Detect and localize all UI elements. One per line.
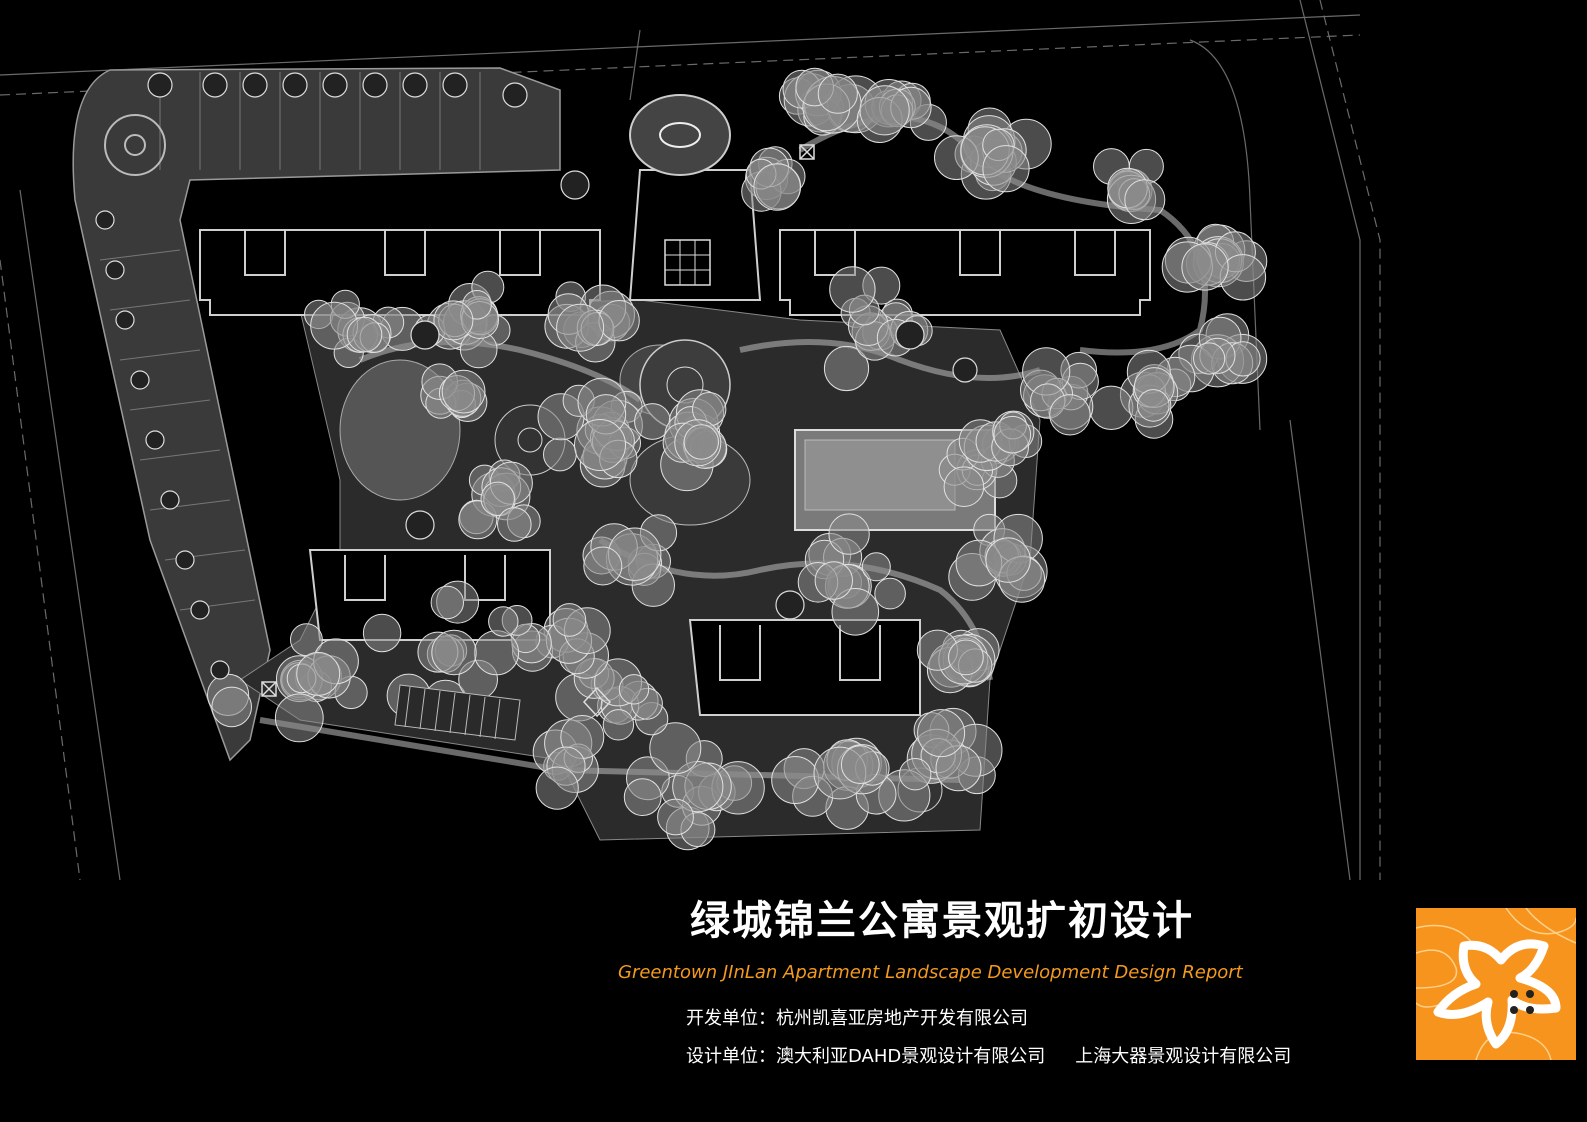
tree-canopy — [497, 507, 532, 542]
tree-canopy — [583, 546, 623, 586]
designer-label: 设计单位： — [686, 1046, 776, 1067]
tree-canopy — [1049, 394, 1091, 436]
tree-canopy — [433, 300, 474, 341]
tree-canopy — [480, 481, 515, 516]
tree-canopy — [840, 745, 880, 784]
tree-canopy — [649, 722, 702, 775]
tree-canopy — [430, 585, 464, 620]
tree-canopies — [207, 67, 1268, 851]
chinese-title: 绿城锦兰公寓景观扩初设计 — [690, 898, 1194, 944]
developer-name: 杭州凯喜亚房地产开发有限公司 — [776, 1008, 1028, 1029]
tree-canopy — [602, 709, 635, 741]
paved-walkway — [72, 67, 561, 762]
tree-canopy — [814, 561, 853, 600]
tree-canopy — [917, 709, 966, 758]
tree-canopy — [1181, 243, 1229, 291]
tree-canopy — [431, 629, 477, 676]
tree-canopy — [817, 73, 858, 114]
tree-canopy — [829, 266, 876, 313]
tree-canopy — [753, 163, 801, 211]
developer-credit: 开发单位：杭州凯喜亚房地产开发有限公司 — [686, 1004, 1028, 1030]
tree-canopy — [683, 424, 719, 460]
designer-name-2: 上海大器景观设计有限公司 — [1075, 1046, 1292, 1067]
tree-canopy — [552, 603, 587, 637]
tree-canopy — [831, 588, 880, 636]
designer-credit: 设计单位：澳大利亚DAHD景观设计有限公司 上海大器景观设计有限公司 — [686, 1042, 1291, 1068]
tree-canopy — [296, 651, 341, 696]
tree-canopy — [1089, 385, 1134, 430]
clubhouse-grid — [664, 239, 711, 286]
tree-canopy — [488, 606, 519, 637]
tree-canopy — [1193, 342, 1226, 375]
tree-canopy — [1124, 179, 1166, 221]
entry-plaza-circle — [104, 114, 166, 176]
entrance-fountain — [629, 94, 731, 176]
tree-canopy — [535, 766, 579, 810]
tree-canopy — [823, 345, 870, 392]
tree-canopy — [771, 756, 820, 804]
tree-canopy — [982, 145, 1030, 193]
tree-canopy — [274, 693, 324, 743]
tree-canopy — [346, 316, 383, 353]
developer-label: 开发单位： — [686, 1008, 776, 1029]
tree-canopy — [899, 758, 932, 791]
tree-canopy — [623, 778, 662, 816]
tree-canopy — [828, 513, 870, 555]
tree-canopy — [874, 577, 906, 610]
tree-canopy — [993, 415, 1032, 454]
tree-canopy — [948, 639, 984, 676]
designer-name-1: 澳大利亚DAHD景观设计有限公司 — [776, 1046, 1046, 1067]
tree-canopy — [859, 85, 910, 136]
tree-canopy — [861, 552, 891, 582]
parking-stalls — [394, 684, 521, 741]
walkway-pattern — [99, 72, 481, 611]
site-plan-drawing — [0, 0, 1381, 880]
tree-canopy — [657, 798, 694, 836]
tree-canopy — [473, 630, 520, 676]
tree-canopy — [574, 419, 626, 471]
tree-canopy — [441, 369, 486, 414]
feature-trees — [95, 72, 978, 680]
english-title: Greentown JInLan Apartment Landscape Dev… — [618, 962, 1243, 983]
tree-canopy — [211, 686, 252, 728]
survey-markers — [261, 144, 815, 718]
building-units — [244, 230, 1116, 681]
tree-canopy — [543, 437, 577, 472]
tree-canopy — [943, 466, 985, 508]
tree-canopy — [362, 613, 402, 653]
tree-canopy — [985, 537, 1031, 583]
tree-canopy — [672, 761, 724, 813]
tree-canopy — [556, 303, 605, 352]
tree-canopy — [598, 300, 640, 342]
tree-canopy — [1137, 389, 1170, 422]
orange-flower-logo-icon — [1416, 908, 1576, 1060]
tree-canopy — [618, 674, 650, 705]
